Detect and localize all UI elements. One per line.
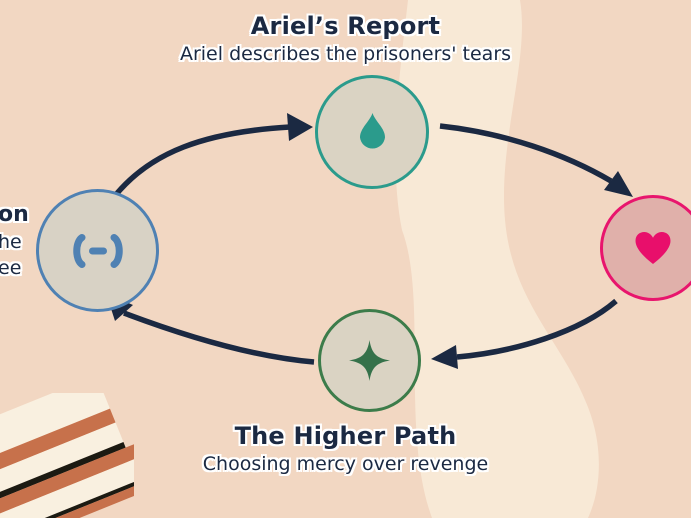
arrow-top-to-right [439, 123, 613, 184]
arrowhead-top [287, 113, 313, 141]
left-node-subtitle-fragment-1: he [0, 231, 22, 253]
books-illustration [0, 393, 134, 518]
left-node-subtitle-fragment-2: ee [0, 257, 22, 279]
droplet-icon [359, 112, 385, 149]
top-node-label: Ariel’s Report Ariel describes the priso… [0, 11, 691, 67]
arrow-right-to-bottom [456, 298, 618, 360]
node-left-cutoff [36, 189, 159, 312]
bottom-node-subtitle: Choosing mercy over revenge [202, 453, 489, 475]
node-higher-path [318, 309, 421, 412]
bottom-node-label: The Higher Path Choosing mercy over reve… [0, 421, 691, 477]
node-ariels-report [315, 75, 429, 189]
sparkle-icon [349, 340, 390, 381]
arrow-left-to-top [111, 124, 291, 199]
top-node-subtitle: Ariel describes the prisoners' tears [179, 43, 512, 65]
left-node-heading-fragment: on [0, 202, 29, 227]
arrow-bottom-to-left [123, 310, 315, 365]
top-node-heading: Ariel’s Report [250, 12, 441, 40]
arrowhead-right [604, 171, 633, 197]
node-mercy [600, 195, 691, 301]
left-node-label-cutoff: on he ee [0, 201, 29, 281]
arrowhead-bottom [431, 345, 458, 369]
heart-icon [635, 232, 671, 264]
bottom-node-heading: The Higher Path [234, 422, 457, 450]
calm-face-icon [72, 233, 123, 268]
